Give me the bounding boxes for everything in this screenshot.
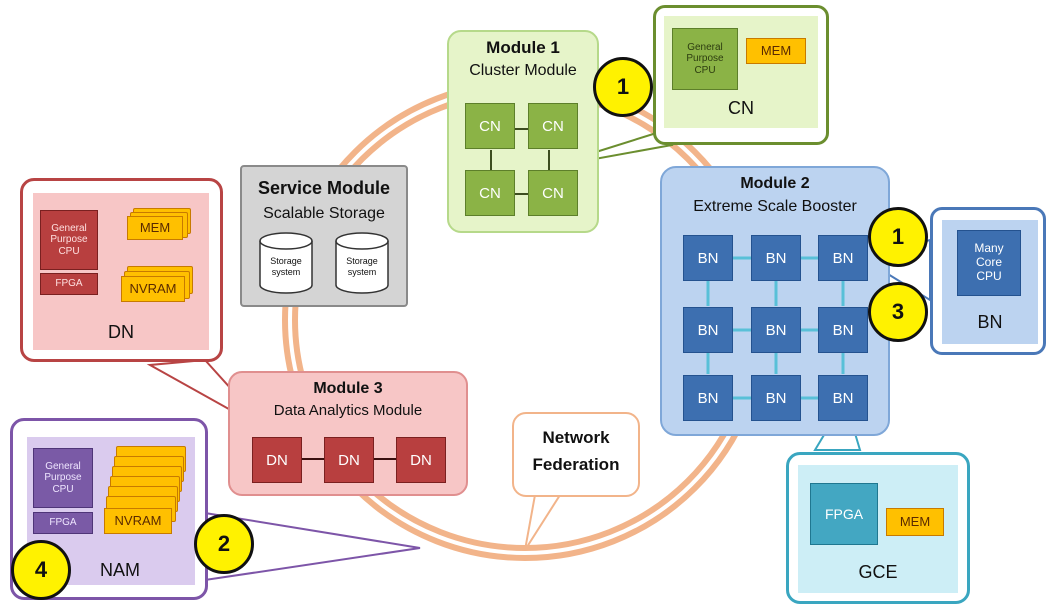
cn-callout-label: CN [728, 98, 754, 118]
gce-fpga-chip: FPGA [810, 483, 878, 545]
bn-node: BN [818, 307, 868, 353]
dn-cpu-chip: General Purpose CPU [40, 210, 98, 270]
nam-callout-label: NAM [100, 560, 140, 580]
gce-callout-label: GCE [858, 562, 898, 582]
badge-nam: 2 [194, 514, 254, 574]
cn-cpu-chip: General Purpose CPU [672, 28, 738, 90]
module3-subtitle: Data Analytics Module [273, 402, 423, 419]
bn-node: BN [751, 375, 801, 421]
badge-nam-corner: 4 [11, 540, 71, 600]
module3-links [302, 458, 396, 460]
bn-node: BN [683, 235, 733, 281]
dn-nvram-chip: NVRAM [121, 276, 185, 302]
cn-node: CN [465, 103, 515, 149]
dn-mem-chip: MEM [127, 216, 183, 240]
service-subtitle: Scalable Storage [263, 205, 385, 222]
cn-mem-chip: MEM [746, 38, 806, 64]
nam-cpu-chip: General Purpose CPU [33, 448, 93, 508]
badge-bn-bottom: 3 [868, 282, 928, 342]
dn-node: DN [324, 437, 374, 483]
storage-label: Storage system [334, 256, 390, 278]
cpu-label-line: Purpose [686, 53, 724, 65]
dn-node: DN [252, 437, 302, 483]
bn-callout-label: BN [977, 312, 1003, 332]
bn-node: BN [683, 307, 733, 353]
dn-callout-label: DN [108, 322, 134, 342]
nam-nvram-chip: NVRAM [104, 508, 172, 534]
cpu-label-line: General [51, 222, 87, 234]
bn-node: BN [818, 235, 868, 281]
cn-node: CN [528, 170, 578, 216]
cpu-label-line: Many [974, 241, 1004, 256]
cpu-label-line: General [687, 41, 723, 53]
gce-mem-chip: MEM [886, 508, 944, 536]
storage-icon [335, 232, 389, 294]
bn-cpu-chip: Many Core CPU [957, 230, 1021, 296]
cpu-label-line: CPU [58, 245, 80, 257]
network-federation-line: Federation [532, 455, 620, 474]
bn-node: BN [751, 307, 801, 353]
cpu-label-line: Purpose [50, 234, 88, 246]
cpu-label-line: CPU [976, 268, 1002, 283]
cpu-label-line: CPU [52, 483, 74, 495]
badge-bn-top: 1 [868, 207, 928, 267]
module2-title: Module 2 [740, 175, 810, 192]
dn-node: DN [396, 437, 446, 483]
storage-icon [259, 232, 313, 294]
bn-node: BN [818, 375, 868, 421]
cpu-label-line: Purpose [44, 472, 82, 484]
cn-node: CN [528, 103, 578, 149]
cpu-label-line: Core [975, 255, 1002, 270]
module2-subtitle: Extreme Scale Booster [693, 198, 857, 215]
cpu-label-line: CPU [694, 64, 716, 76]
dn-fpga-chip: FPGA [40, 273, 98, 295]
storage-label-line: system [347, 266, 377, 277]
network-federation-bubble [512, 412, 640, 497]
nam-fpga-chip: FPGA [33, 512, 93, 534]
cn-node: CN [465, 170, 515, 216]
module1-title: Module 1 [486, 38, 560, 57]
network-federation-line: Network [542, 428, 610, 447]
module1-subtitle: Cluster Module [469, 62, 577, 79]
service-title: Service Module [257, 178, 391, 198]
badge-cn: 1 [593, 57, 653, 117]
network-bubble-tail [524, 494, 562, 551]
bn-node: BN [683, 375, 733, 421]
storage-label-line: Storage [346, 256, 378, 266]
cpu-label-line: General [45, 460, 81, 472]
storage-label: Storage system [258, 256, 314, 278]
storage-label-line: system [271, 266, 301, 277]
storage-label-line: Storage [270, 256, 302, 266]
bn-node: BN [751, 235, 801, 281]
module2-links [706, 256, 845, 400]
module3-title: Module 3 [313, 380, 383, 397]
